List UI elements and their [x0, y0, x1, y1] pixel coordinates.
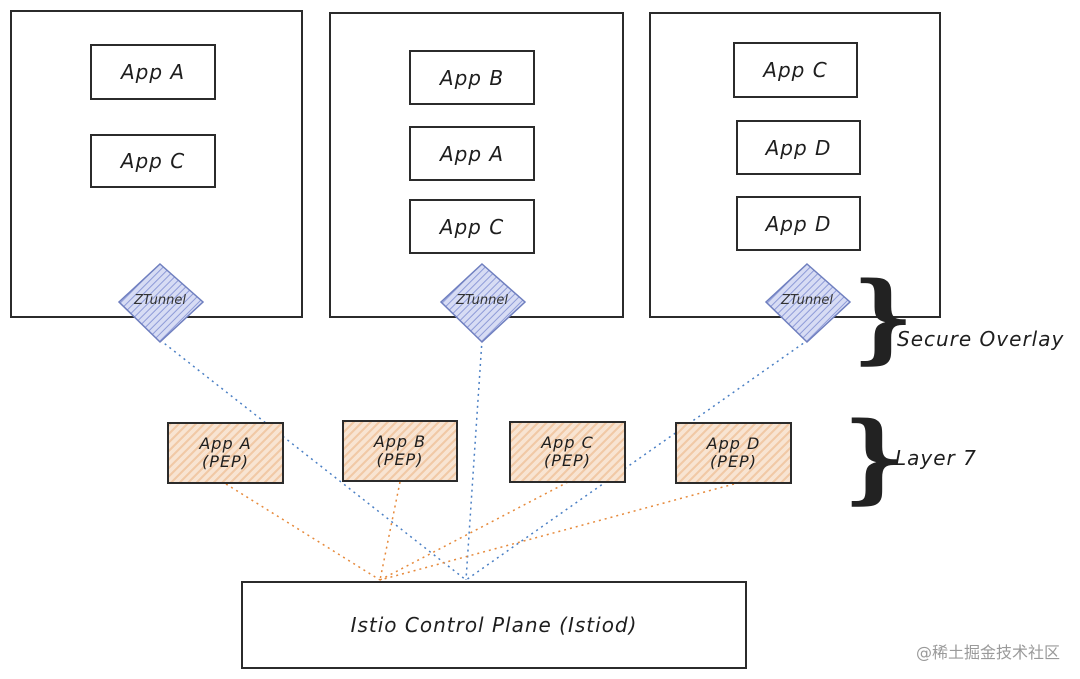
- ztunnel-1-link: [159, 339, 467, 581]
- app-box: App B: [409, 50, 535, 105]
- pep-c-link: [379, 481, 569, 581]
- control-plane-box: Istio Control Plane (Istiod): [241, 581, 747, 669]
- app-box: App C: [409, 199, 535, 254]
- pep-name: App B: [373, 432, 427, 451]
- pep-type: (PEP): [710, 452, 757, 471]
- pep-box-d: App D (PEP): [675, 422, 792, 484]
- app-box: App A: [90, 44, 216, 100]
- app-box: App C: [733, 42, 858, 98]
- layer7-label: Layer 7: [895, 446, 977, 470]
- ztunnel-2: ZTunnel: [437, 258, 527, 348]
- ztunnel-diamond-icon: [117, 262, 205, 344]
- secure-overlay-label: Secure Overlay: [897, 327, 1065, 351]
- ztunnel-label: ZTunnel: [781, 293, 833, 308]
- ztunnel-2-link: [465, 339, 483, 581]
- app-box: App C: [90, 134, 216, 188]
- pep-name: App A: [199, 434, 252, 453]
- secure-overlay-brace: }: [852, 261, 914, 374]
- ztunnel-3-link: [465, 339, 809, 581]
- ztunnel-diamond-icon: [439, 262, 527, 344]
- ztunnel-3: ZTunnel: [762, 258, 852, 348]
- pep-box-b: App B (PEP): [342, 420, 458, 482]
- watermark: @稀土掘金技术社区: [915, 643, 1060, 662]
- pep-type: (PEP): [376, 450, 424, 469]
- app-box: App D: [736, 196, 861, 251]
- ztunnel-1: ZTunnel: [115, 258, 205, 348]
- pep-b-link: [379, 481, 401, 581]
- ztunnel-diamond-icon: [764, 262, 852, 344]
- pep-d-link: [379, 483, 735, 581]
- ztunnel-label: ZTunnel: [134, 293, 186, 308]
- ztunnel-label: ZTunnel: [456, 293, 508, 308]
- pep-box-c: App C (PEP): [509, 421, 626, 483]
- pep-a-link: [225, 483, 381, 581]
- pep-type: (PEP): [544, 451, 591, 470]
- app-box: App A: [409, 126, 535, 181]
- pep-name: App C: [541, 433, 594, 452]
- pep-box-a: App A (PEP): [167, 422, 284, 484]
- layer7-brace: }: [843, 401, 905, 514]
- pep-name: App D: [706, 434, 761, 453]
- app-box: App D: [736, 120, 861, 175]
- pep-type: (PEP): [202, 452, 249, 471]
